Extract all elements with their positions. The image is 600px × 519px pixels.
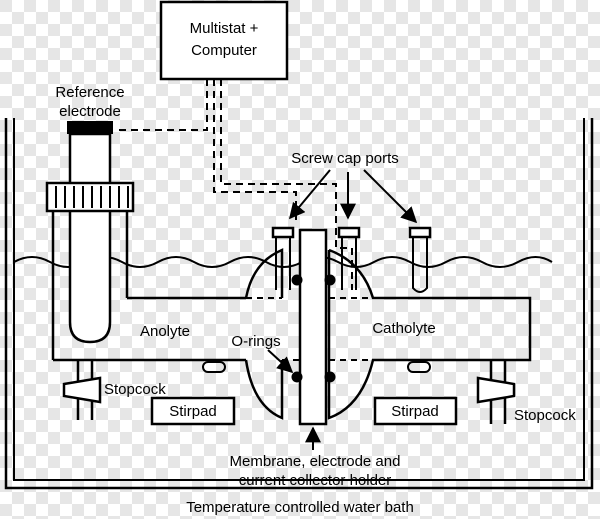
arrow-to-port-1 [288, 169, 331, 220]
cable-to-cell-2 [220, 79, 353, 290]
stirpad-left [150, 396, 236, 426]
anolyte-label: Anolyte [140, 323, 190, 340]
o-rings-label: O-rings [231, 333, 280, 350]
water-bath-container [4, 118, 594, 490]
reference-electrode-tube [68, 132, 112, 344]
stir-bar-right [407, 361, 431, 373]
electrode-label: electrode [59, 103, 121, 120]
screw-cap-port-3 [408, 226, 432, 293]
water-bath-label: Temperature controlled water bath [186, 499, 414, 516]
stirpad-right [373, 396, 458, 426]
reference-electrode-cap [67, 121, 113, 134]
reference-collar-ridges [55, 186, 129, 208]
reference-label: Reference [55, 84, 124, 101]
o-ring [291, 274, 303, 286]
o-ring [324, 371, 336, 383]
computer-label: Computer [191, 42, 257, 59]
cable-to-reference [116, 79, 208, 131]
screw-cap-port-2 [337, 226, 361, 290]
stir-bar-left [202, 361, 226, 373]
catholyte-compartment [327, 248, 532, 420]
screw-cap-port-1 [271, 226, 295, 290]
o-ring [291, 371, 303, 383]
membrane-label-line2: current collector holder [239, 472, 392, 489]
water-bath-inner-wall [13, 118, 585, 481]
reference-electrode-jacket [51, 211, 129, 360]
screw-cap-ports-label: Screw cap ports [291, 150, 399, 167]
stopcock-right-label: Stopcock [514, 407, 576, 424]
anolyte-compartment [53, 248, 284, 420]
membrane-holder [298, 228, 328, 426]
arrow-to-o-rings [267, 349, 294, 374]
reference-electrode-collar [45, 181, 135, 213]
membrane-label-line1: Membrane, electrode and [230, 453, 401, 470]
stirpad-right-label: Stirpad [391, 403, 439, 420]
multistat-label: Multistat + [190, 20, 259, 37]
catholyte-label: Catholyte [372, 320, 435, 337]
stopcock-right [476, 360, 516, 424]
stirpad-left-label: Stirpad [169, 403, 217, 420]
arrow-to-port-3 [363, 169, 418, 224]
multistat-box [159, 0, 289, 81]
stopcock-left [62, 360, 102, 420]
stopcock-left-label: Stopcock [104, 381, 166, 398]
o-ring [324, 274, 336, 286]
